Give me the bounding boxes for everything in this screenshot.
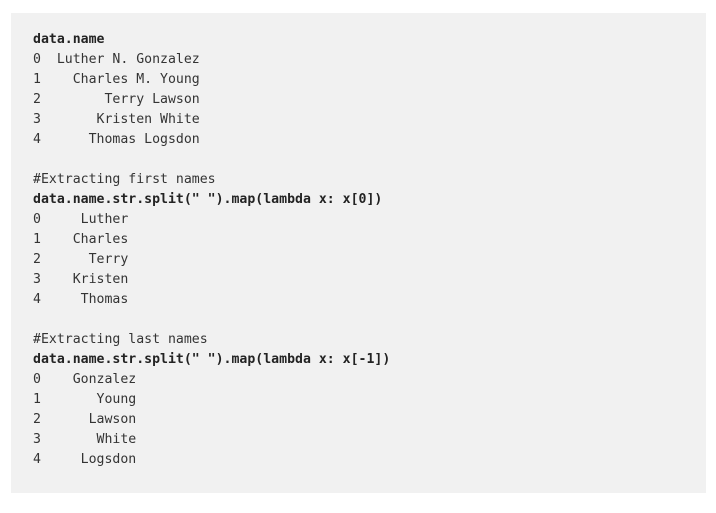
code-line-last-names: data.name.str.split(" ").map(lambda x: x… (33, 352, 391, 367)
series-rows-data-name: 0 Luther N. Gonzalez 1 Charles M. Young … (33, 52, 200, 147)
code-output-cell[interactable]: data.name 0 Luther N. Gonzalez 1 Charles… (11, 13, 706, 493)
series-rows-first-names: 0 Luther 1 Charles 2 Terry 3 Kristen 4 T… (33, 212, 129, 307)
section-spacer-2 (33, 310, 706, 330)
comment-extracting-last-names: #Extracting last names (33, 332, 208, 347)
code-line-first-names: data.name.str.split(" ").map(lambda x: x… (33, 192, 383, 207)
section-spacer-1 (33, 150, 706, 170)
comment-extracting-first-names: #Extracting first names (33, 172, 216, 187)
series-rows-last-names: 0 Gonzalez 1 Young 2 Lawson 3 White 4 Lo… (33, 372, 137, 467)
series-header-data-name: data.name (33, 32, 105, 47)
